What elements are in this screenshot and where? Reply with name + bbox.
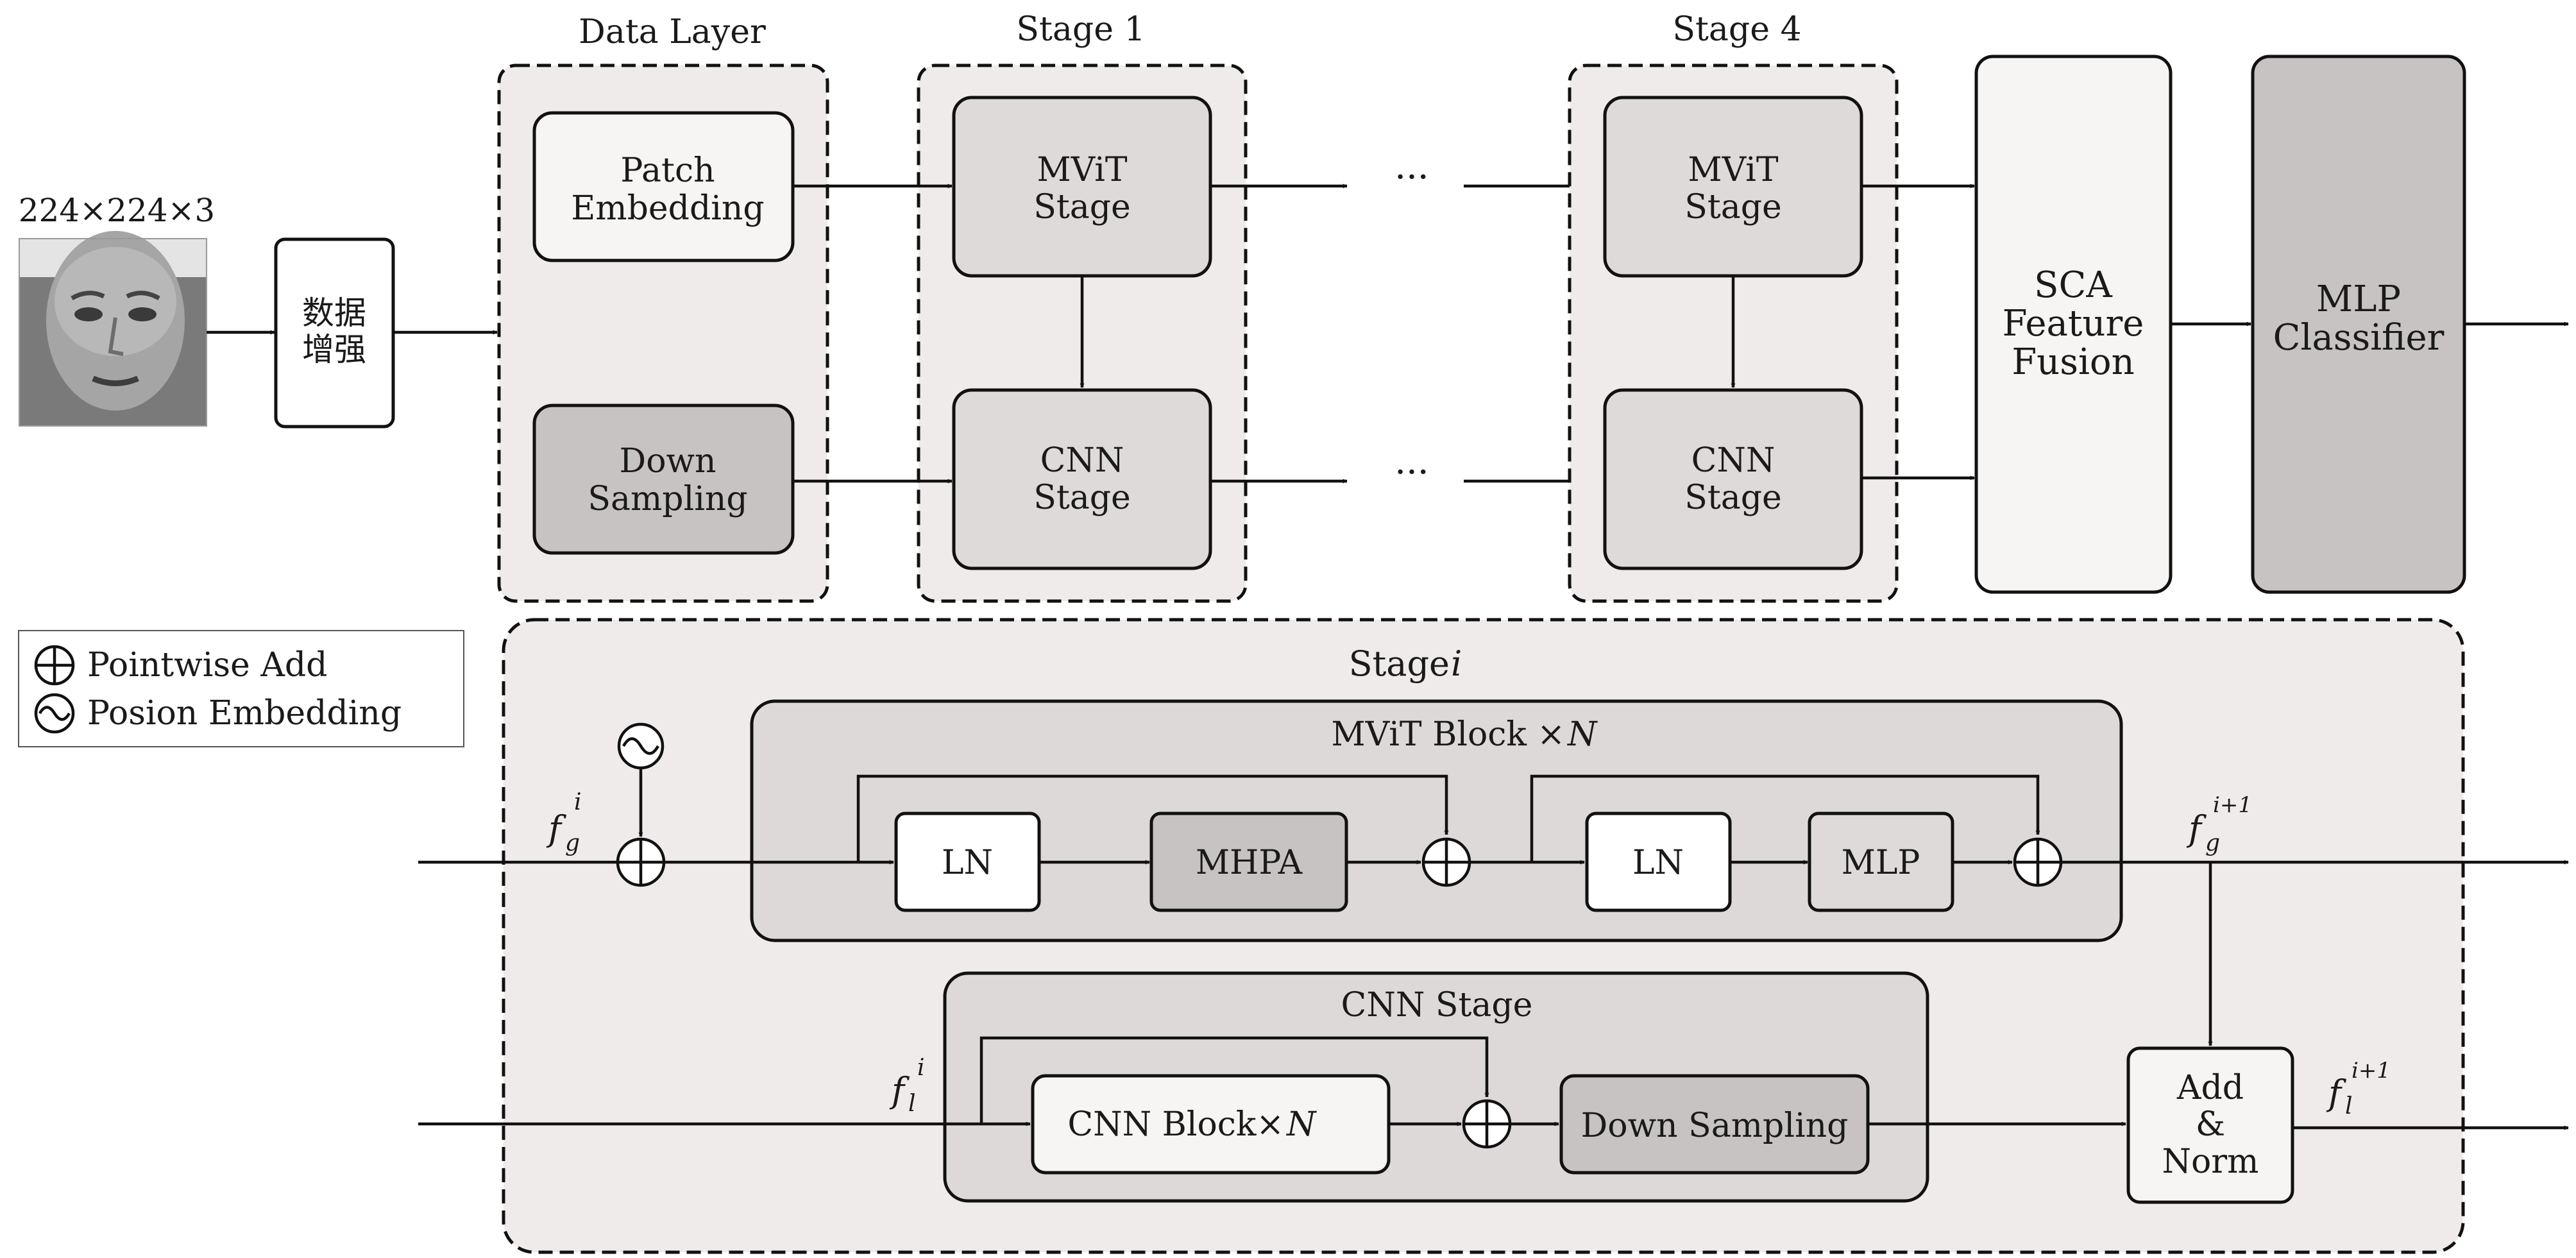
fg-i-sup: i	[574, 789, 582, 815]
augment-label-1: 数据	[302, 294, 366, 332]
add-norm-label-2: &	[2196, 1105, 2225, 1144]
cnn-stage-title: CNN Stage	[1341, 986, 1533, 1024]
mvit-block-title: MViT Block ×	[1331, 715, 1565, 754]
stage1-title: Stage 1	[1016, 10, 1145, 49]
add-norm-box	[2126, 1046, 2294, 1204]
legend-item-position-embedding: Posion Embedding	[33, 691, 402, 736]
input-size-label: 224×224×3	[19, 192, 215, 229]
fl-i-sup: i	[917, 1055, 925, 1081]
ln-label-1: LN	[942, 844, 993, 882]
down-sampling-label-2: Sampling	[588, 480, 747, 518]
mvit-block-container	[750, 699, 2123, 942]
fg-i-sub: g	[565, 830, 580, 856]
legend: Pointwise Add Posion Embedding	[18, 630, 464, 747]
mlp-classifier-label-2: Classifier	[2273, 317, 2445, 359]
cnn-block-label: CNN Block×	[1067, 1105, 1284, 1144]
down-sampling-detail-label: Down Sampling	[1581, 1107, 1849, 1145]
patch-embedding-label-1: Patch	[620, 151, 715, 190]
legend-pointwise-add-label: Pointwise Add	[87, 646, 328, 684]
fl-i1-sub: l	[2345, 1093, 2353, 1119]
fl-i-sub: l	[908, 1091, 916, 1117]
stage4-cnn-label-2: Stage	[1684, 479, 1782, 517]
cnn-block-label-var: N	[1285, 1105, 1317, 1144]
mlp-label: MLP	[1842, 844, 1920, 882]
ellipsis-top: ···	[1394, 157, 1428, 198]
down-sampling-box	[532, 404, 795, 555]
stage4-cnn-label-1: CNN	[1691, 441, 1775, 480]
mvit-block-title-var: N	[1566, 715, 1598, 754]
ellipsis-bottom: ···	[1394, 452, 1428, 493]
ln-label-2: LN	[1632, 844, 1684, 882]
legend-item-pointwise-add: Pointwise Add	[33, 643, 327, 688]
augment-label-2: 增强	[302, 331, 366, 368]
pointwise-add-icon	[1421, 837, 1471, 887]
sca-label-1: SCA	[2034, 264, 2112, 306]
pointwise-add-icon	[616, 837, 666, 887]
stage1-cnn-label-1: CNN	[1040, 441, 1124, 480]
position-embedding-icon	[617, 722, 665, 770]
stage1-cnn-label-2: Stage	[1033, 479, 1131, 517]
add-norm-label-1: Add	[2176, 1069, 2244, 1107]
pointwise-add-icon	[2013, 837, 2063, 887]
add-norm-label-3: Norm	[2162, 1143, 2259, 1181]
pointwise-add-icon	[1462, 1099, 1512, 1149]
mhpa-label: MHPA	[1196, 844, 1303, 882]
mlp-classifier-label-1: MLP	[2316, 278, 2401, 320]
stage4-title: Stage 4	[1672, 10, 1801, 49]
sca-label-2: Feature	[2003, 303, 2144, 344]
fg-i1-sup: i+1	[2213, 792, 2252, 818]
fl-i1-sup: i+1	[2351, 1058, 2391, 1084]
stage4-mvit-label-1: MViT	[1688, 151, 1779, 189]
legend-position-embedding-label: Posion Embedding	[87, 694, 402, 733]
down-sampling-label-1: Down	[620, 442, 716, 480]
face-image	[19, 231, 207, 427]
data-layer-title: Data Layer	[579, 13, 766, 51]
stage1-mvit-label-1: MViT	[1037, 151, 1128, 189]
stage1-cnn-box	[952, 388, 1212, 570]
patch-embedding-label-2: Embedding	[571, 189, 764, 228]
stage-i-title-prefix: Stage	[1349, 643, 1450, 684]
stage4-mvit-label-2: Stage	[1684, 188, 1782, 226]
pointwise-add-icon	[34, 645, 75, 686]
stage1-mvit-label-2: Stage	[1033, 188, 1131, 226]
sca-label-3: Fusion	[2012, 341, 2134, 383]
stage-i-title-var: i	[1451, 643, 1462, 684]
position-embedding-icon	[34, 693, 75, 734]
fg-i1-sub: g	[2205, 830, 2220, 856]
